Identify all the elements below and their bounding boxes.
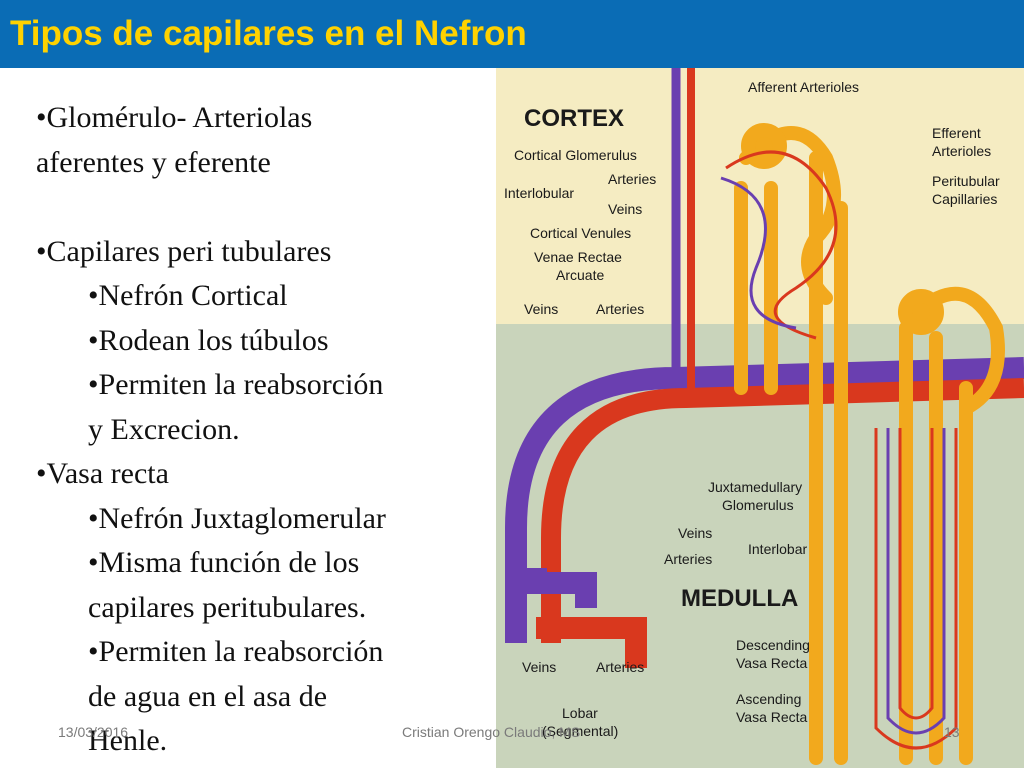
footer-page-number: 13	[944, 724, 960, 740]
nephron-diagram: CORTEX MEDULLA Afferent Arterioles Effer…	[496, 68, 1024, 768]
footer-author: Cristian Orengo Claudio, MS	[402, 724, 581, 740]
segmental-label: (Segmental)	[542, 723, 618, 739]
descending-label-2: Vasa Recta	[736, 655, 808, 671]
bullet-item: de agua en el asa de	[88, 679, 328, 713]
lobar-arteries-label: Arteries	[596, 659, 644, 675]
slide-title: Tipos de capilares en el Nefron	[10, 14, 527, 53]
efferent-label-2: Arterioles	[932, 143, 991, 159]
efferent-label-1: Efferent	[932, 125, 981, 141]
cortex-region	[496, 68, 1024, 324]
lobar-artery	[536, 617, 647, 668]
lobar-label: Lobar	[562, 705, 598, 721]
title-bar: Tipos de capilares en el Nefron	[0, 0, 1024, 68]
arcuate-vein	[505, 357, 1024, 643]
peritubular-capillaries	[720, 150, 958, 750]
cortical-nephron	[734, 123, 848, 765]
arcuate-arteries-label: Arteries	[596, 301, 644, 317]
bullet-item: •Nefrón Juxtaglomerular	[88, 501, 386, 535]
juxtamedullary-nephron	[898, 286, 1005, 765]
bullet-item: •Rodean los túbulos	[88, 323, 329, 357]
bullet-item: •Permiten la reabsorción	[88, 635, 384, 668]
bullet-list: •Glomérulo- Arteriolas aferentes y eferen…	[36, 96, 476, 764]
bullet-item: •Permiten la reabsorción	[88, 368, 384, 401]
lobar-veins-label: Veins	[522, 659, 556, 675]
afferent-label: Afferent Arterioles	[748, 79, 859, 95]
bullet-item: capilares peritubulares.	[88, 590, 367, 624]
bullet-item: •Misma función de los	[88, 546, 360, 579]
bullet-item: aferentes y eferente	[36, 145, 271, 179]
bullet-item: •Glomérulo- Arteriolas	[36, 101, 313, 134]
interlobular-label: Interlobular	[504, 185, 574, 201]
interlobar-veins-label: Veins	[678, 525, 712, 541]
peritubular-label-1: Peritubular	[932, 173, 1000, 189]
interlobular-arteries-label: Arteries	[608, 171, 656, 187]
arcuate-label: Arcuate	[556, 267, 604, 283]
juxtamedullary-label-1: Juxtamedullary	[708, 479, 802, 495]
cortex-label: CORTEX	[524, 105, 624, 132]
bullet-spacer	[36, 185, 476, 230]
interlobar-arteries-label: Arteries	[664, 551, 712, 567]
peritubular-label-2: Capillaries	[932, 191, 997, 207]
interlobar-label: Interlobar	[748, 541, 807, 557]
arcuate-artery	[541, 378, 1024, 643]
cortical-venules-label: Cortical Venules	[530, 225, 631, 241]
juxtamedullary-label-2: Glomerulus	[722, 497, 794, 513]
bullet-item: y Excrecion.	[88, 412, 240, 446]
lobar-vein	[525, 568, 597, 608]
ascending-label-1: Ascending	[736, 691, 801, 707]
interlobular-veins-label: Veins	[608, 201, 642, 217]
ascending-label-2: Vasa Recta	[736, 709, 808, 725]
cortical-glomerulus-label: Cortical Glomerulus	[514, 147, 637, 163]
arcuate-veins-label: Veins	[524, 301, 558, 317]
descending-label-1: Descending	[736, 637, 810, 653]
bullet-item: •Nefrón Cortical	[88, 279, 288, 312]
bullet-item: Henle.	[88, 724, 168, 757]
venae-rectae-label: Venae Rectae	[534, 249, 622, 265]
bullet-item: •Vasa recta	[36, 457, 169, 490]
footer-date: 13/03/2016	[58, 724, 129, 740]
bullet-item: •Capilares peri tubulares	[36, 234, 332, 268]
medulla-label: MEDULLA	[681, 585, 798, 612]
